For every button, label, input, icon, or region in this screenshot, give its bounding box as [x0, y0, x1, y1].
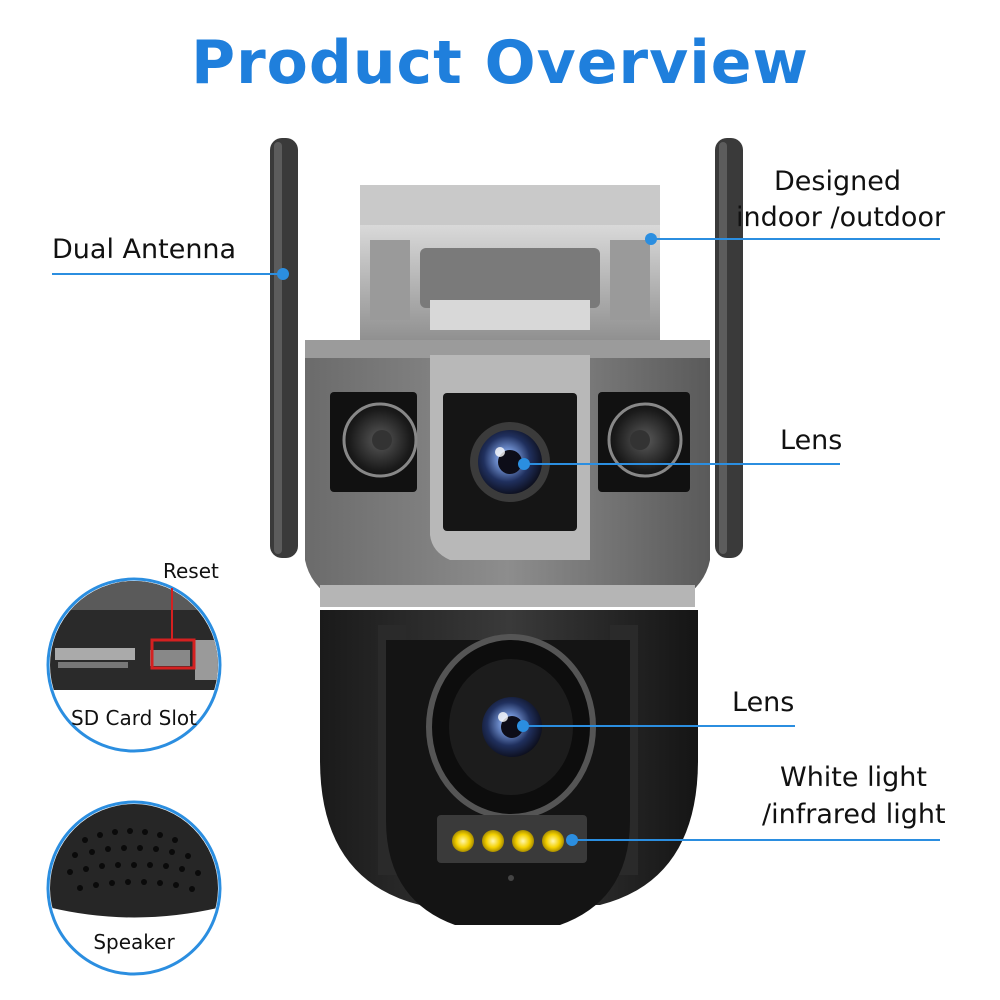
label-designed-line2: indoor /outdoor — [736, 202, 946, 233]
page-title: Product Overview — [191, 28, 809, 98]
label-dual-antenna: Dual Antenna — [52, 234, 237, 265]
top-center-lens — [470, 422, 550, 502]
antenna-left — [270, 138, 298, 558]
mount-bracket — [360, 185, 660, 350]
callout-light — [566, 834, 940, 846]
callout-lens-bottom — [517, 720, 795, 732]
bottom-lens — [482, 697, 542, 757]
callout-lens-top — [518, 458, 840, 470]
lower-dome — [320, 610, 698, 925]
label-lens-bottom: Lens — [732, 687, 795, 718]
callout-designed — [645, 233, 940, 245]
side-lens-right — [607, 402, 683, 478]
label-designed-line1: Designed — [774, 166, 901, 197]
label-lens-top: Lens — [780, 425, 843, 456]
callout-dual-antenna — [52, 268, 289, 280]
label-reset: Reset — [163, 559, 219, 583]
speaker-inset — [46, 800, 222, 976]
antenna-right — [715, 138, 743, 558]
led-array — [452, 830, 564, 852]
side-lens-left — [342, 402, 418, 478]
label-light-line2: /infrared light — [762, 799, 946, 830]
label-sd-card-slot: SD Card Slot — [71, 706, 197, 730]
sd-card-inset — [46, 577, 222, 753]
label-light-line1: White light — [780, 762, 927, 793]
label-speaker: Speaker — [93, 930, 175, 954]
